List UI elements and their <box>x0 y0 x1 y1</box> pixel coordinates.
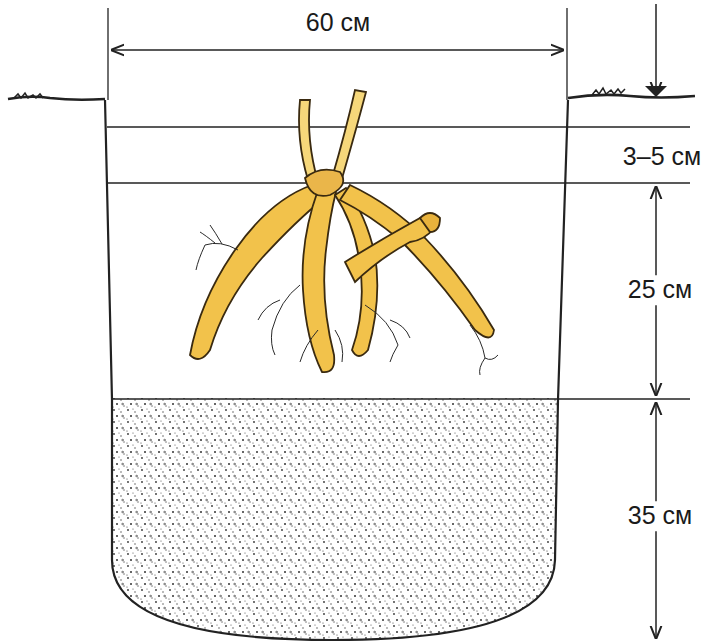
dimension-label: 60 см <box>303 8 373 38</box>
pit-outline <box>105 100 568 640</box>
ground-right <box>568 95 695 98</box>
roots <box>196 225 498 375</box>
grass-right <box>592 88 625 95</box>
dahlia-tubers <box>190 90 494 372</box>
dimension-label: 25 см <box>625 275 695 305</box>
extension-line <box>107 8 108 100</box>
grass-left <box>14 93 43 98</box>
level-line <box>107 126 690 127</box>
dimension-line <box>112 49 563 51</box>
drainage-layer <box>100 398 570 643</box>
ground-mark <box>645 86 667 97</box>
dimension-line <box>655 4 657 94</box>
level-line <box>112 398 690 399</box>
extension-line <box>566 8 567 100</box>
dimension-label: 3–5 см <box>620 142 704 172</box>
level-line <box>108 182 690 183</box>
dimension-label: 35 см <box>625 501 695 531</box>
